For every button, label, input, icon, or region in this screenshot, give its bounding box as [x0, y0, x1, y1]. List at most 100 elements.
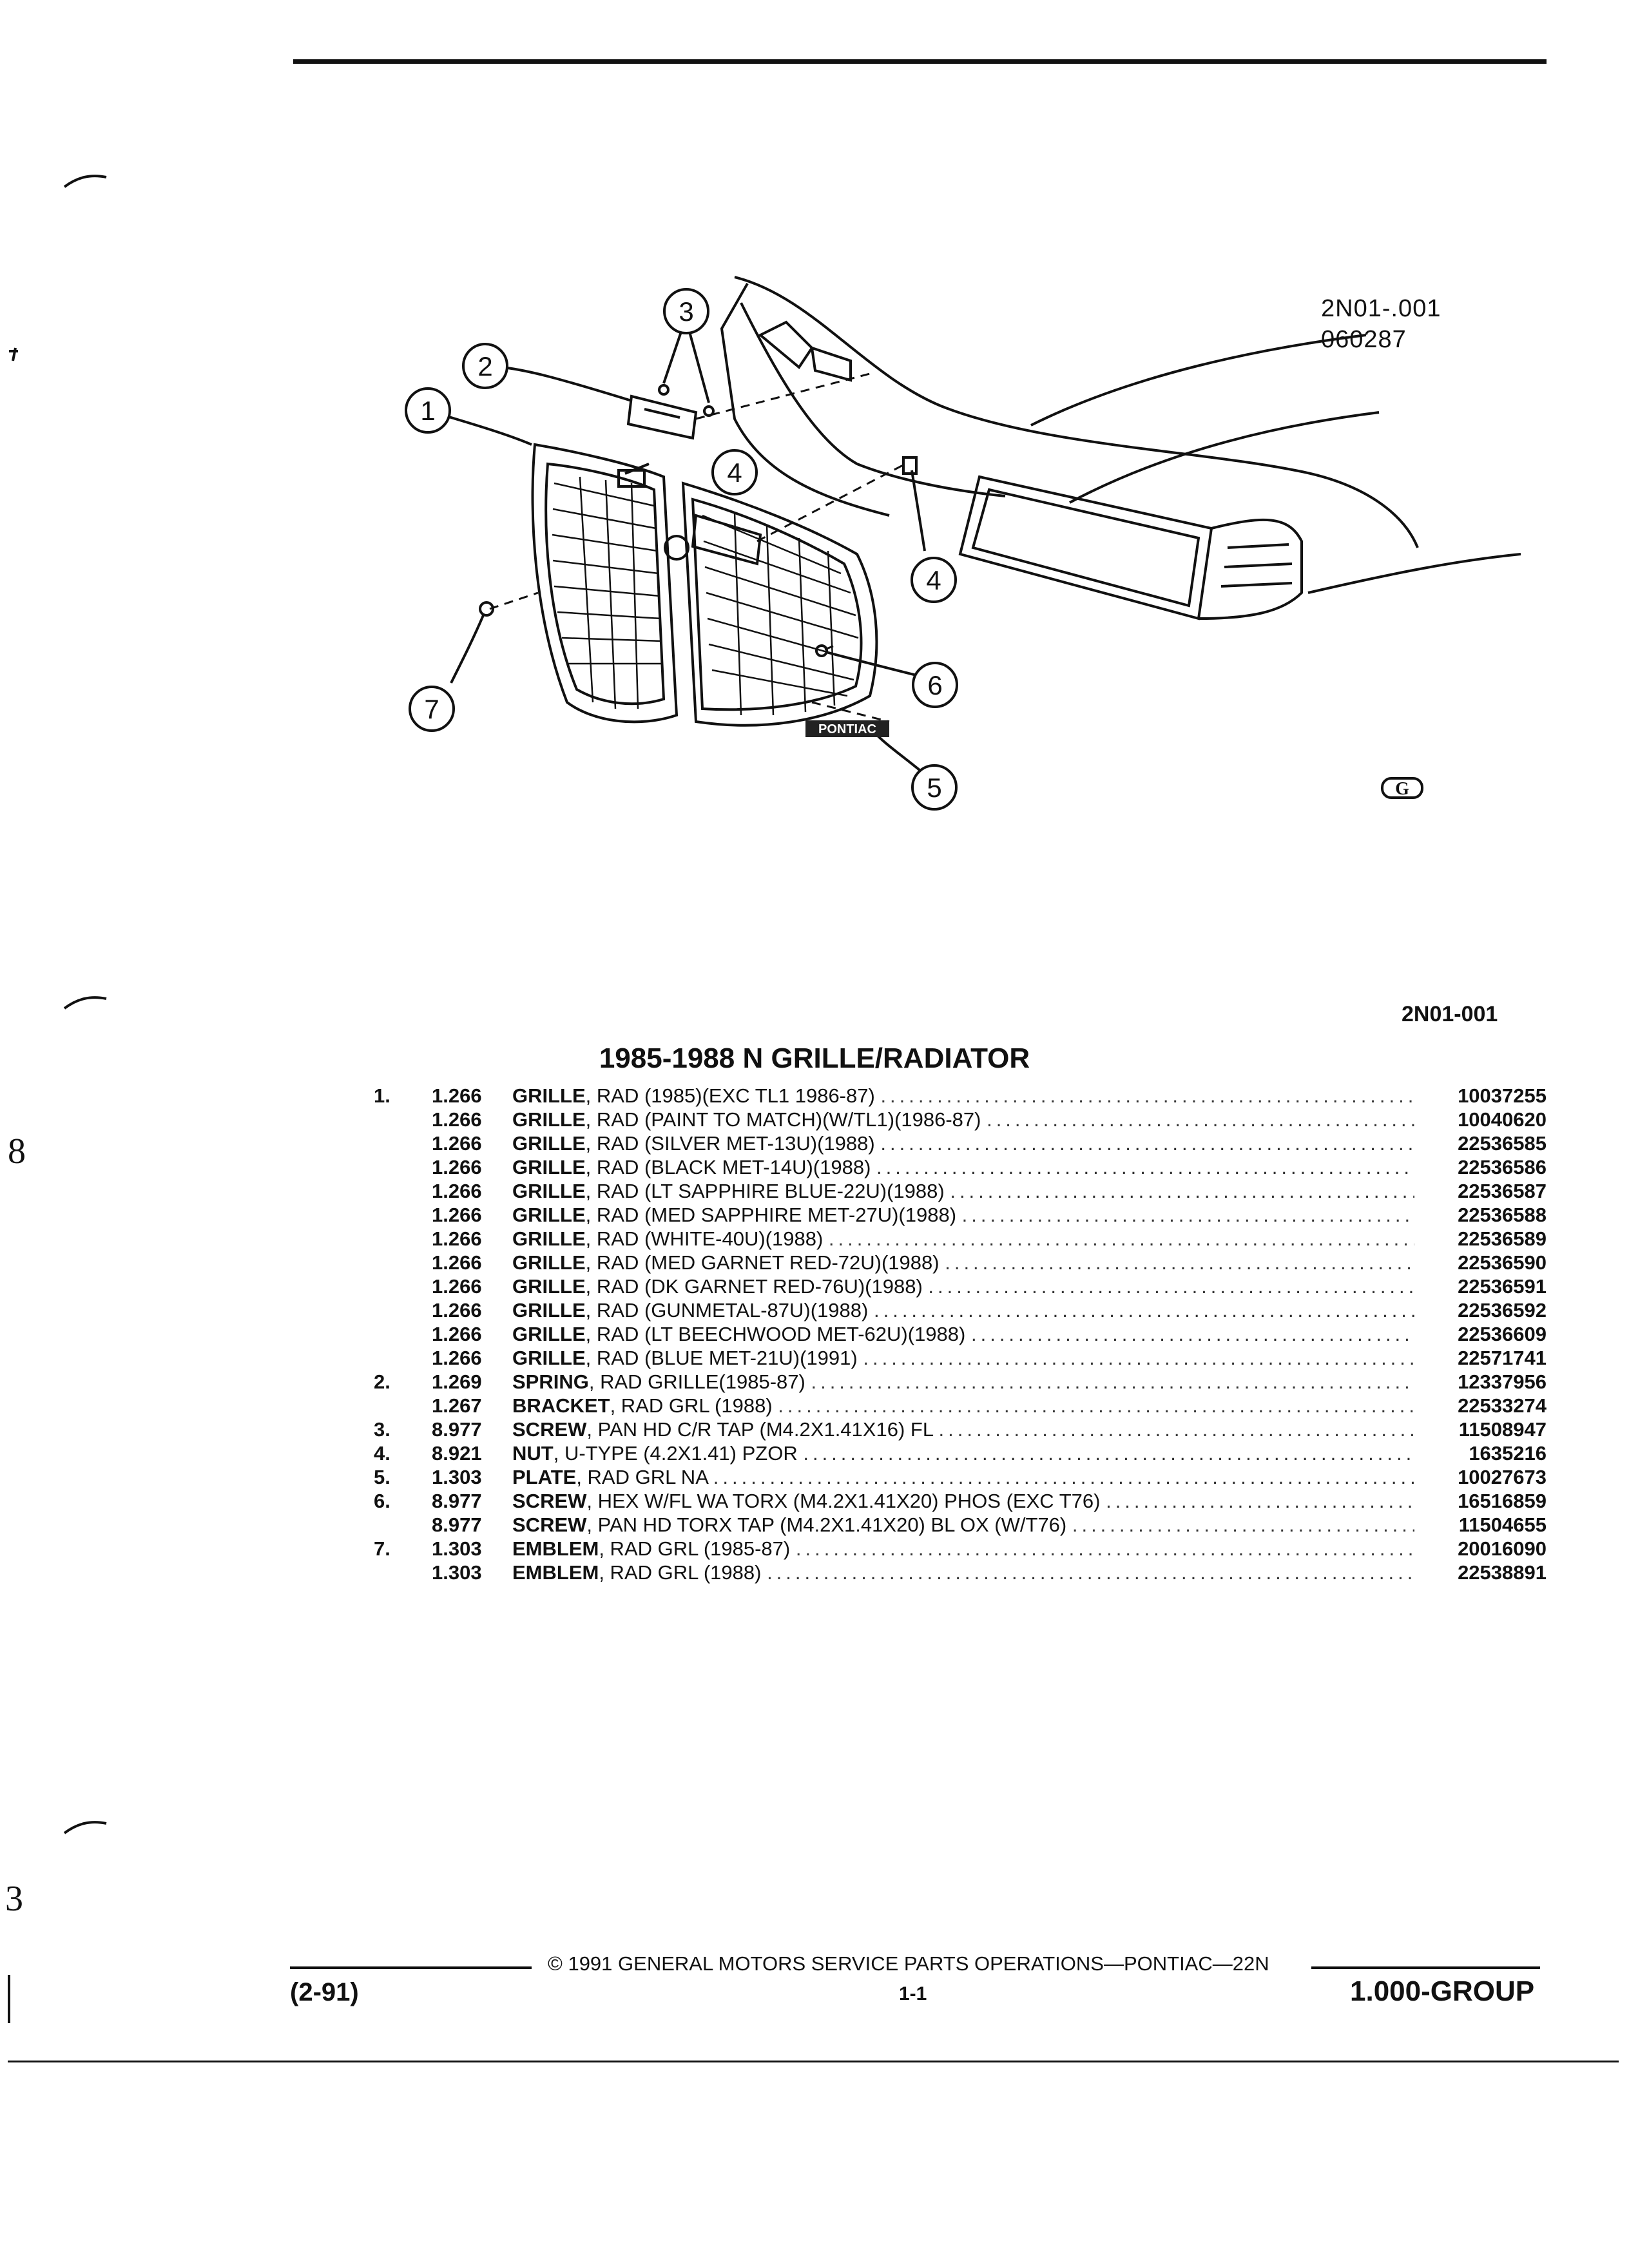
- group-code: 1.303: [432, 1537, 482, 1560]
- item-number: 3.: [374, 1418, 390, 1441]
- part-name: GRILLE: [512, 1132, 586, 1155]
- parts-row: 1.266 GRILLE, RAD (BLUE MET-21U)(1991) .…: [374, 1346, 1547, 1370]
- part-name: GRILLE: [512, 1251, 586, 1274]
- part-number: 22536592: [1458, 1299, 1547, 1321]
- part-spec: , RAD (BLUE MET-21U)(1991): [585, 1347, 858, 1369]
- part-spec: , RAD GRL (1985-87): [599, 1537, 791, 1560]
- part-name: GRILLE: [512, 1227, 586, 1250]
- pontiac-emblem-plate: [805, 720, 889, 737]
- svg-text:4: 4: [926, 565, 941, 595]
- parts-row: 4. 8.921 NUT, U-TYPE (4.2X1.41) PZOR ...…: [374, 1441, 1547, 1465]
- leader-dots: ........................................…: [945, 1251, 1414, 1274]
- part-spec: , RAD (MED SAPPHIRE MET-27U)(1988): [585, 1204, 957, 1226]
- callout-6: 6: [912, 662, 958, 708]
- leader-dots: ........................................…: [713, 1466, 1414, 1488]
- margin-mark-8: 8: [8, 1131, 26, 1171]
- parts-row: 1.266 GRILLE, RAD (LT SAPPHIRE BLUE-22U)…: [374, 1179, 1547, 1203]
- part-name: PLATE: [512, 1466, 577, 1488]
- item-number: 7.: [374, 1537, 390, 1560]
- margin-mark-3: 3: [5, 1879, 23, 1919]
- leader-dots: ........................................…: [863, 1347, 1414, 1369]
- leader-dots: ........................................…: [950, 1180, 1414, 1202]
- part-name: GRILLE: [512, 1204, 586, 1226]
- leader-dots: ........................................…: [1106, 1490, 1414, 1512]
- part-number: 22538891: [1458, 1561, 1547, 1584]
- callout-1: 1: [405, 387, 451, 434]
- part-number: 1635216: [1469, 1442, 1547, 1465]
- group-code: 1.266: [432, 1156, 482, 1178]
- part-name: GRILLE: [512, 1323, 586, 1345]
- parts-row: 7. 1.303 EMBLEM, RAD GRL (1985-87) .....…: [374, 1537, 1547, 1561]
- part-name: SCREW: [512, 1514, 587, 1536]
- group-code: 8.977: [432, 1490, 482, 1512]
- part-number: 22571741: [1458, 1347, 1547, 1369]
- part-number: 16516859: [1458, 1490, 1547, 1512]
- bottom-rule: [8, 2061, 1619, 2062]
- figure-code-line1: 2N01-.001: [1321, 295, 1441, 322]
- part-spec: , RAD (WHITE-40U)(1988): [585, 1227, 824, 1250]
- grille-exploded-illustration: PONTIAC 1 2 3 4 4 5 6: [405, 276, 1521, 811]
- part-spec: , HEX W/FL WA TORX (M4.2X1.41X20) PHOS (…: [586, 1490, 1101, 1512]
- svg-text:2: 2: [477, 351, 492, 381]
- part-name: BRACKET: [512, 1394, 610, 1417]
- page-number: 1-1: [899, 1983, 927, 2004]
- group-code: 1.303: [432, 1561, 482, 1584]
- part-spec: , PAN HD C/R TAP (M4.2X1.41X16) FL: [586, 1418, 933, 1441]
- page-title: 1985-1988 N GRILLE/RADIATOR: [599, 1043, 1030, 1074]
- group-number: 1.000-GROUP: [1350, 1975, 1535, 2007]
- parts-row: 1.266 GRILLE, RAD (SILVER MET-13U)(1988)…: [374, 1131, 1547, 1155]
- gm-service-logo-icon: G: [1381, 777, 1423, 799]
- part-spec: , PAN HD TORX TAP (M4.2X1.41X20) BL OX (…: [586, 1514, 1067, 1536]
- svg-text:1: 1: [420, 396, 435, 426]
- group-code: 1.303: [432, 1466, 482, 1488]
- part-name: SCREW: [512, 1418, 587, 1441]
- leader-dots: ........................................…: [778, 1394, 1414, 1417]
- callout-4-nut: 4: [711, 449, 758, 495]
- copyright-notice: © 1991 GENERAL MOTORS SERVICE PARTS OPER…: [548, 1952, 1269, 1975]
- item-number: 6.: [374, 1490, 390, 1512]
- leader-dots: ........................................…: [828, 1227, 1414, 1250]
- part-spec: , RAD GRILLE(1985-87): [588, 1370, 805, 1393]
- parts-row: 1.303 EMBLEM, RAD GRL (1988) ...........…: [374, 1561, 1547, 1584]
- part-spec: , U-TYPE (4.2X1.41) PZOR: [553, 1442, 798, 1465]
- svg-text:3: 3: [679, 296, 693, 327]
- parts-row: 1.266 GRILLE, RAD (WHITE-40U)(1988) ....…: [374, 1227, 1547, 1251]
- part-number: 22536585: [1458, 1132, 1547, 1155]
- parts-row: 6. 8.977 SCREW, HEX W/FL WA TORX (M4.2X1…: [374, 1489, 1547, 1513]
- part-spec: , RAD (LT SAPPHIRE BLUE-22U)(1988): [585, 1180, 945, 1202]
- part-spec: , RAD (1985)(EXC TL1 1986-87): [585, 1084, 875, 1107]
- part-spec: , RAD (MED GARNET RED-72U)(1988): [585, 1251, 940, 1274]
- leader-dots: ........................................…: [811, 1370, 1414, 1393]
- part-spec: , RAD GRL (1988): [610, 1394, 773, 1417]
- part-number: 22536586: [1458, 1156, 1547, 1178]
- footer-rule-left: [290, 1966, 532, 1969]
- figure-code: 2N01-.001 060287: [1321, 293, 1441, 355]
- parts-row: 2. 1.269 SPRING, RAD GRILLE(1985-87) ...…: [374, 1370, 1547, 1394]
- part-spec: , RAD (GUNMETAL-87U)(1988): [585, 1299, 869, 1321]
- group-code: 1.267: [432, 1394, 482, 1417]
- parts-row: 1.267 BRACKET, RAD GRL (1988) ..........…: [374, 1394, 1547, 1418]
- part-name: GRILLE: [512, 1084, 586, 1107]
- parts-row: 8.977 SCREW, PAN HD TORX TAP (M4.2X1.41X…: [374, 1513, 1547, 1537]
- parts-row: 1.266 GRILLE, RAD (MED SAPPHIRE MET-27U)…: [374, 1203, 1547, 1227]
- group-code: 1.266: [432, 1180, 482, 1202]
- part-number: 20016090: [1458, 1537, 1547, 1560]
- part-name: EMBLEM: [512, 1561, 599, 1584]
- part-name: SCREW: [512, 1490, 587, 1512]
- part-spec: , RAD (SILVER MET-13U)(1988): [585, 1132, 875, 1155]
- part-number: 12337956: [1458, 1370, 1547, 1393]
- part-number: 22536587: [1458, 1180, 1547, 1202]
- parts-row: 5. 1.303 PLATE, RAD GRL NA .............…: [374, 1465, 1547, 1489]
- parts-row: 1.266 GRILLE, RAD (MED GARNET RED-72U)(1…: [374, 1251, 1547, 1274]
- group-code: 1.269: [432, 1370, 482, 1393]
- svg-text:G: G: [1395, 779, 1409, 799]
- group-code: 1.266: [432, 1204, 482, 1226]
- item-number: 4.: [374, 1442, 390, 1465]
- part-name: GRILLE: [512, 1299, 586, 1321]
- group-code: 1.266: [432, 1299, 482, 1321]
- leader-dots: ........................................…: [873, 1299, 1414, 1321]
- group-code: 1.266: [432, 1227, 482, 1250]
- callout-3: 3: [663, 288, 709, 334]
- top-rule: [293, 59, 1547, 64]
